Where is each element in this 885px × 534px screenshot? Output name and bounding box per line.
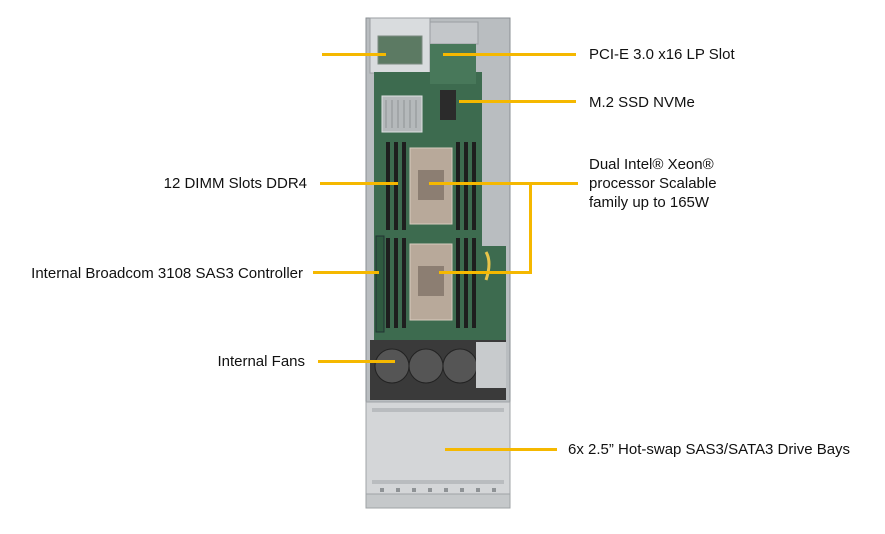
pcie-card [378, 36, 422, 64]
label-cpu-line1: Dual Intel® Xeon® [589, 155, 717, 174]
motherboard-right-top [430, 44, 476, 84]
side-board [482, 246, 506, 340]
label-internal-fans: Internal Fans [217, 352, 305, 371]
leader-line-cpu-h2 [439, 271, 532, 274]
leader-line-m2 [459, 100, 576, 103]
leader-line-cpu-h1 [429, 182, 578, 185]
label-drive-bays: 6x 2.5” Hot-swap SAS3/SATA3 Drive Bays [568, 440, 850, 459]
label-sas-controller: Internal Broadcom 3108 SAS3 Controller [31, 264, 303, 283]
leader-line-cpu-v [529, 182, 532, 274]
fan-2 [409, 349, 443, 383]
leader-line-dimm [320, 182, 398, 185]
fan-side-panel [476, 342, 506, 388]
label-m2-ssd: M.2 SSD NVMe [589, 93, 695, 112]
label-cpu-line3: family up to 165W [589, 193, 717, 212]
label-pcie-slot: PCI-E 3.0 x16 LP Slot [589, 45, 735, 64]
leader-line-sas [313, 271, 379, 274]
chassis-bottom-rail [366, 494, 510, 508]
leader-line-fans [318, 360, 395, 363]
label-cpu-line2: processor Scalable [589, 174, 717, 193]
label-dimm-slots: 12 DIMM Slots DDR4 [164, 174, 307, 193]
m2-slot [440, 90, 456, 120]
sas-controller-card [376, 236, 384, 332]
label-cpu: Dual Intel® Xeon® processor Scalable fam… [589, 155, 717, 212]
fan-1 [375, 349, 409, 383]
fan-3 [443, 349, 477, 383]
leader-line-pcie [443, 53, 576, 56]
leader-line-pcie-left [322, 53, 386, 56]
leader-line-drives [445, 448, 557, 451]
riser-top [430, 22, 478, 44]
